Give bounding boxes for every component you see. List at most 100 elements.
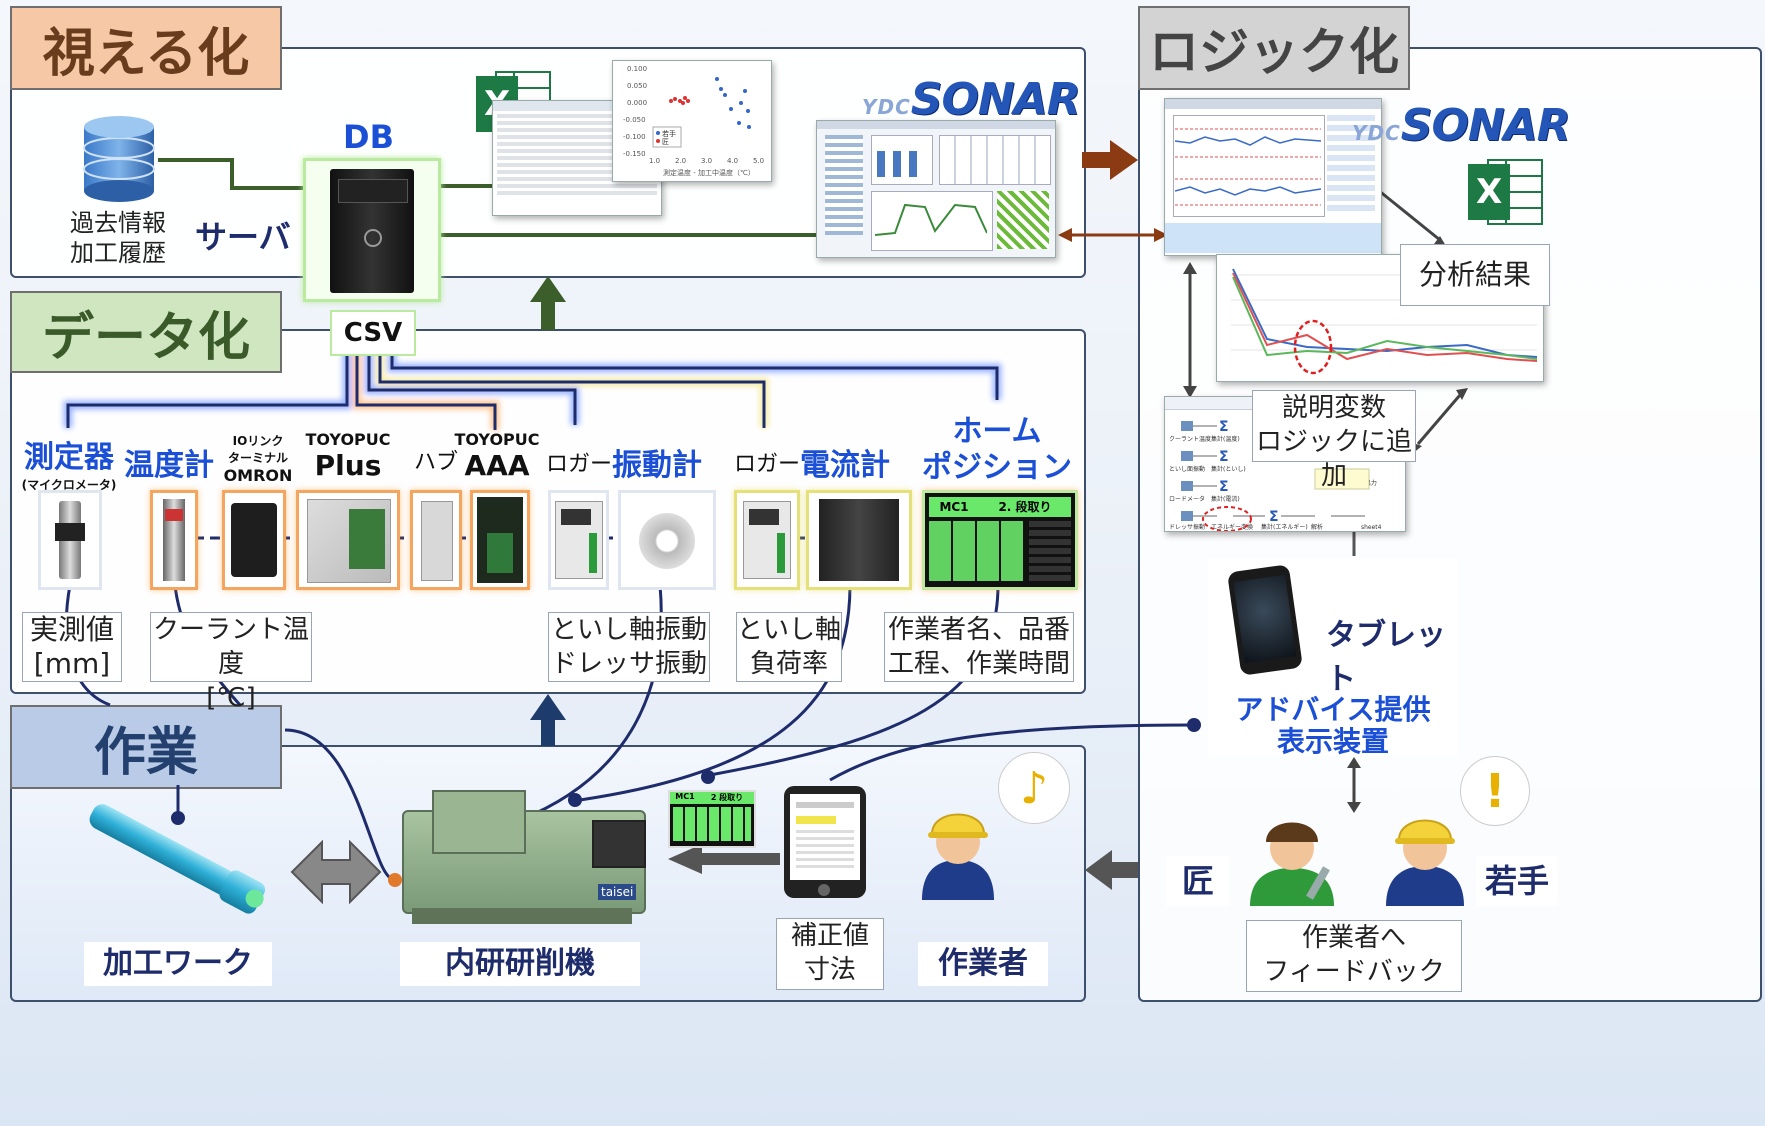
home-screen-mc: MC1 [939, 500, 969, 514]
spreadsheet-window [492, 100, 662, 216]
ytick: -0.100 [623, 133, 646, 141]
work-screen-mc: MC1 [675, 792, 695, 801]
ytick: 0.100 [627, 65, 647, 73]
excel-icon-logic: X [1466, 154, 1543, 228]
database-icon [82, 115, 156, 203]
flow-node: 集計(温度) [1211, 435, 1240, 443]
tablet-device-image [784, 786, 866, 898]
hub-photo [410, 490, 462, 590]
grinder-label: 内研研削機 [400, 942, 640, 986]
callout-load-rate: といし軸負荷率 [736, 612, 842, 682]
vibration-sensor-photo [618, 490, 716, 590]
csv-label: CSV [343, 318, 403, 348]
control-chart-window [1164, 98, 1382, 256]
thermometer-photo [150, 490, 198, 590]
ytick: 0.050 [627, 82, 647, 90]
logger-photo-1 [548, 490, 609, 590]
home-screen-step: 2. 段取り [998, 500, 1052, 514]
toyopuc-plus-label: TOYOPUC Plus [305, 430, 391, 482]
section-title-logic: ロジック化 [1138, 6, 1410, 90]
past-info-label: 過去情報 加工履歴 [70, 209, 166, 267]
ytick: 0.000 [627, 99, 647, 107]
sonar-ydc: YDC [862, 95, 911, 119]
advice-tablet-box: タブレット アドバイス提供 表示装置 [1208, 558, 1458, 758]
callout-vibration: といし軸振動ドレッサ振動 [548, 612, 710, 682]
legend-takumi: 匠 [662, 138, 669, 146]
ytick: -0.150 [623, 150, 646, 158]
work-screen-step: 2 段取り [710, 793, 744, 802]
current-title: 電流計 [800, 448, 890, 483]
xtick: 3.0 [701, 157, 712, 165]
logger-photo-2 [734, 490, 800, 590]
wakate-worker-icon [1382, 796, 1468, 906]
measure-title: 測定器 [24, 440, 114, 475]
scatter-chart-window: 0.100 0.050 0.000 -0.050 -0.100 -0.150 1… [612, 60, 772, 182]
measure-device-label: 測定器 (マイクロメータ) [16, 432, 122, 493]
toyopuc-aaa-label: TOYOPUC AAA [454, 430, 540, 482]
sonar-logo: YDCSONAR [862, 74, 1081, 125]
flow-node: ドレッサ振動 [1169, 523, 1205, 531]
temp-title: 温度計 [124, 448, 214, 483]
section-title-visualize: 視える化 [10, 6, 282, 90]
legend-wakate: 若手 [662, 129, 676, 138]
callout-explanatory-variable: 説明変数ロジックに追加 [1252, 390, 1416, 491]
grinder-brand: taisei [598, 884, 637, 900]
flow-node: クーラント温度 [1169, 435, 1211, 443]
takumi-label: 匠 [1166, 856, 1230, 906]
callout-coolant-temp: クーラント温度[℃] [150, 612, 312, 713]
operator-icon [918, 790, 998, 900]
sonar-ydc-logic: YDC [1352, 121, 1401, 145]
sonar-logo-logic: YDCSONAR [1352, 100, 1571, 151]
server-tower [303, 158, 441, 302]
exclaim-icon: ! [1484, 764, 1506, 818]
sigma-icon: Σ [1219, 449, 1229, 465]
measure-subtitle: (マイクロメータ) [21, 478, 117, 492]
flow-node: 集計(電流) [1211, 495, 1240, 503]
toyopuc-aaa-photo [470, 490, 530, 590]
home-position-label: ホーム ポジション [922, 414, 1072, 485]
logger-label-1: ロガー [546, 452, 613, 477]
note-bubble: ♪ [998, 752, 1070, 824]
xtick: 1.0 [649, 157, 660, 165]
micrometer-photo [38, 490, 102, 590]
sonar-name: SONAR [910, 74, 1081, 125]
toyopuc-plus-photo [296, 490, 400, 590]
xtick: 2.0 [675, 157, 686, 165]
tablet-label: タブレット [1326, 618, 1446, 697]
db-label: DB [343, 118, 394, 156]
advice-label: アドバイス提供 表示装置 [1235, 693, 1431, 758]
sonar-name-logic: SONAR [1400, 100, 1571, 151]
callout-analysis-result: 分析結果 [1400, 244, 1550, 306]
csv-box: CSV [330, 310, 416, 356]
section-title-data: データ化 [10, 291, 282, 373]
callout-correction: 補正値寸法 [776, 918, 884, 990]
flow-node: 解析 [1311, 523, 1323, 531]
home-position-screen: MC1 2. 段取り [922, 490, 1078, 590]
flow-node: といし面振動 [1169, 465, 1205, 473]
flow-node: sheet4 [1361, 524, 1382, 531]
sigma-icon: Σ [1269, 509, 1279, 525]
callout-worker-info: 作業者名、品番工程、作業時間 [884, 612, 1074, 682]
ytick: -0.050 [623, 116, 646, 124]
callout-feedback: 作業者へフィードバック [1246, 920, 1462, 992]
flow-node: 集計(エネルギー) [1261, 523, 1308, 531]
hub-label: ハブ [414, 450, 459, 475]
scatter-xlabel: 測定温度 - 加工中温度（℃） [663, 168, 755, 177]
note-icon: ♪ [1019, 762, 1049, 814]
io-link-terminal-photo [222, 490, 286, 590]
grinding-machine-image: taisei [392, 780, 654, 930]
work-screen-display: MC1 2 段取り [668, 790, 756, 848]
vibration-title: 振動計 [612, 448, 702, 483]
current-meter-photo [806, 490, 912, 590]
takumi-worker-icon [1244, 796, 1340, 906]
workpiece-label: 加工ワーク [84, 942, 272, 986]
operator-label: 作業者 [918, 942, 1048, 986]
workpiece-image [80, 800, 280, 920]
exclaim-bubble: ! [1460, 756, 1530, 826]
flow-node: 集計(といし) [1211, 465, 1246, 473]
flow-node: ロードメータ [1169, 495, 1205, 503]
section-title-work: 作業 [10, 705, 282, 789]
scatter-plot: 0.100 0.050 0.000 -0.050 -0.100 -0.150 1… [623, 65, 764, 177]
callout-measured-value: 実測値[mm] [22, 612, 122, 682]
